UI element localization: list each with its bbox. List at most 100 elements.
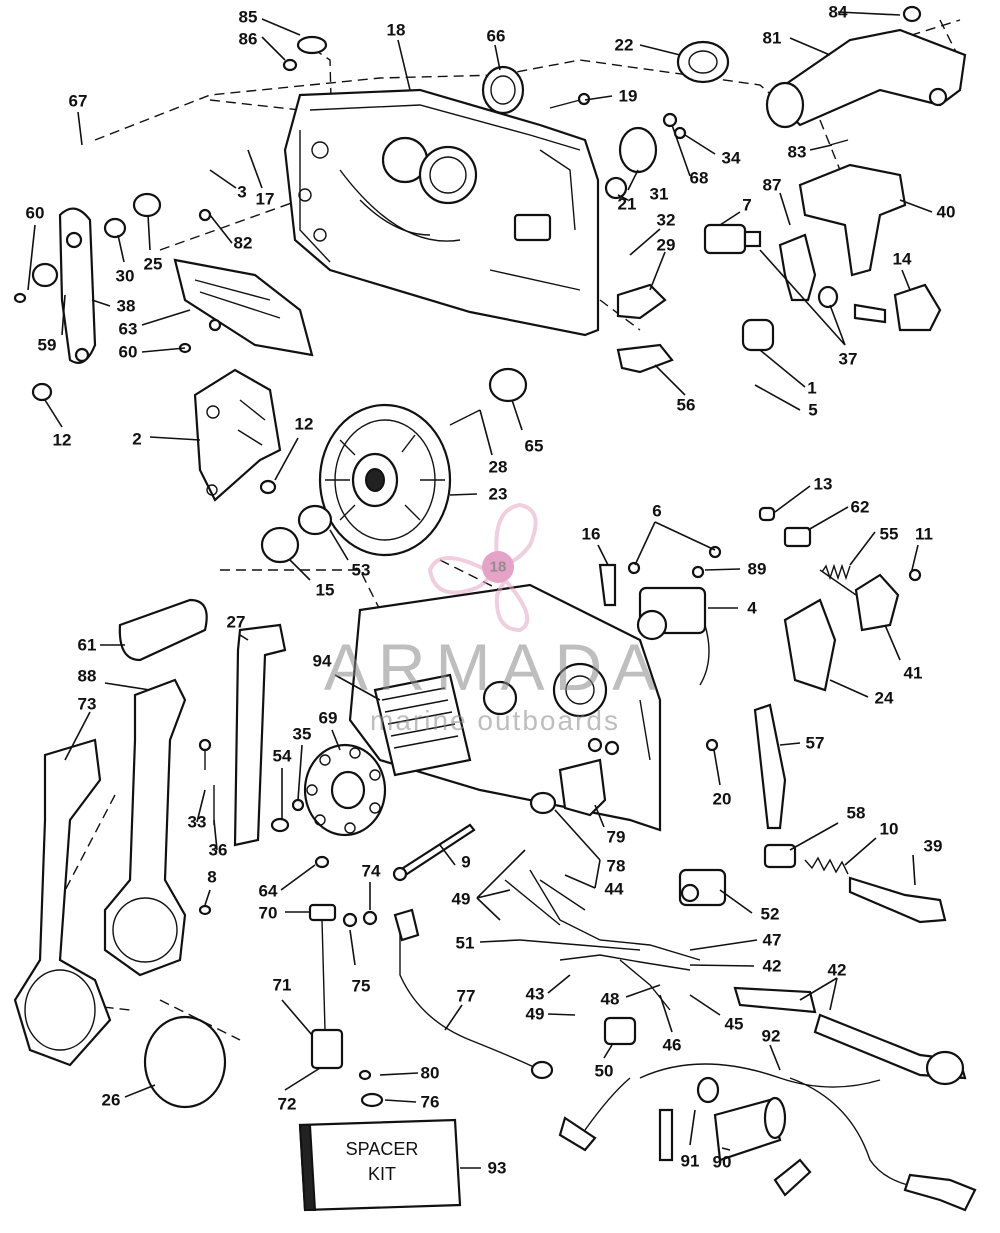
plate-63	[173, 258, 314, 357]
handle-88	[103, 678, 187, 977]
callout-64: 64	[259, 882, 278, 901]
callout-74: 74	[362, 862, 381, 881]
housing-41	[819, 563, 900, 632]
propeller-blade-top	[494, 502, 538, 568]
callout-27: 27	[227, 613, 246, 632]
callout-21: 21	[618, 195, 637, 214]
callout-7: 7	[742, 196, 751, 215]
callout-1: 1	[807, 379, 816, 398]
propeller-logo: 18	[427, 502, 538, 633]
callout-43: 43	[526, 985, 545, 1004]
cover-plate-22	[676, 40, 730, 84]
callout-39: 39	[924, 837, 943, 856]
callout-13: 13	[814, 475, 833, 494]
connector-50	[603, 1016, 637, 1046]
lever-38	[58, 207, 97, 364]
callout-36: 36	[209, 841, 228, 860]
callout-57: 57	[806, 734, 825, 753]
callout-73: 73	[78, 695, 97, 714]
callout-52: 52	[761, 905, 780, 924]
callout-78: 78	[607, 857, 626, 876]
callout-63: 63	[119, 320, 138, 339]
callout-89: 89	[748, 560, 767, 579]
block-58	[763, 843, 797, 869]
callout-77: 77	[457, 987, 476, 1006]
callout-2: 2	[132, 430, 141, 449]
callout-12-left: 12	[53, 431, 72, 450]
callout-33: 33	[188, 813, 207, 832]
callout-22: 22	[615, 36, 634, 55]
callout-83: 83	[788, 143, 807, 162]
spacer-kit-box: SPACER KIT	[298, 1118, 462, 1212]
callout-25: 25	[144, 255, 163, 274]
callout-67: 67	[69, 92, 88, 111]
callout-6: 6	[652, 502, 661, 521]
callout-17: 17	[256, 190, 275, 209]
watermark-badge-number: 18	[490, 559, 507, 576]
callout-56: 56	[677, 396, 696, 415]
connector-70	[308, 903, 344, 1070]
callout-46: 46	[663, 1036, 682, 1055]
watermark-brand: ARMADA	[324, 630, 666, 704]
callout-65: 65	[525, 437, 544, 456]
callout-42-right: 42	[828, 961, 847, 980]
callout-59: 59	[38, 336, 57, 355]
callout-51: 51	[456, 934, 475, 953]
bushing-1	[741, 318, 775, 352]
callout-85: 85	[239, 8, 258, 27]
callout-90: 90	[713, 1153, 732, 1172]
callout-49-bottom: 49	[526, 1005, 545, 1024]
cam-87	[778, 233, 817, 302]
callout-76: 76	[421, 1093, 440, 1112]
callout-87: 87	[763, 176, 782, 195]
callout-24: 24	[875, 689, 894, 708]
callout-31: 31	[650, 185, 669, 204]
callout-29: 29	[657, 236, 676, 255]
callout-10: 10	[880, 820, 899, 839]
bolt-9	[392, 823, 476, 882]
callout-49-top: 49	[452, 890, 471, 909]
callout-38: 38	[117, 297, 136, 316]
leader-lines	[27, 11, 933, 1169]
callout-68: 68	[690, 169, 709, 188]
callout-32: 32	[657, 211, 676, 230]
callout-12-mid: 12	[295, 415, 314, 434]
callout-60-top: 60	[26, 204, 45, 223]
callout-82: 82	[234, 234, 253, 253]
slide-27	[233, 623, 287, 847]
callout-80: 80	[421, 1064, 440, 1083]
callout-28: 28	[489, 458, 508, 477]
cable-42	[733, 986, 967, 1086]
switch-4	[636, 586, 710, 686]
callout-34: 34	[722, 149, 741, 168]
callout-20: 20	[713, 790, 732, 809]
callout-4: 4	[747, 599, 757, 618]
callout-40: 40	[937, 203, 956, 222]
handle-73	[13, 738, 112, 1067]
drum-gear-23	[318, 403, 452, 557]
callout-47: 47	[763, 931, 782, 950]
watermark: 18 ARMADA marine outboards	[324, 502, 666, 736]
callout-70: 70	[259, 904, 278, 923]
callout-23: 23	[489, 485, 508, 504]
knob-79	[558, 758, 607, 817]
lever-24	[783, 598, 837, 692]
callout-94: 94	[313, 652, 332, 671]
callout-55: 55	[880, 525, 899, 544]
wheel-69	[303, 743, 387, 837]
callout-48: 48	[601, 990, 620, 1009]
switch-37	[703, 223, 839, 309]
callout-69: 69	[319, 709, 338, 728]
spacer-kit-label-line-1: SPACER	[346, 1139, 419, 1159]
callout-71: 71	[273, 976, 292, 995]
callout-92: 92	[762, 1027, 781, 1046]
small-hardware	[13, 5, 922, 1162]
callout-18-top: 18	[387, 21, 406, 40]
lever-81	[765, 28, 967, 129]
callout-37: 37	[839, 350, 858, 369]
callout-79: 79	[607, 828, 626, 847]
callout-75: 75	[352, 977, 371, 996]
callout-53: 53	[352, 561, 371, 580]
callout-numbers: 85 86 18 66 22 84 81 67 19 34 68 83 60 1…	[26, 3, 956, 1178]
